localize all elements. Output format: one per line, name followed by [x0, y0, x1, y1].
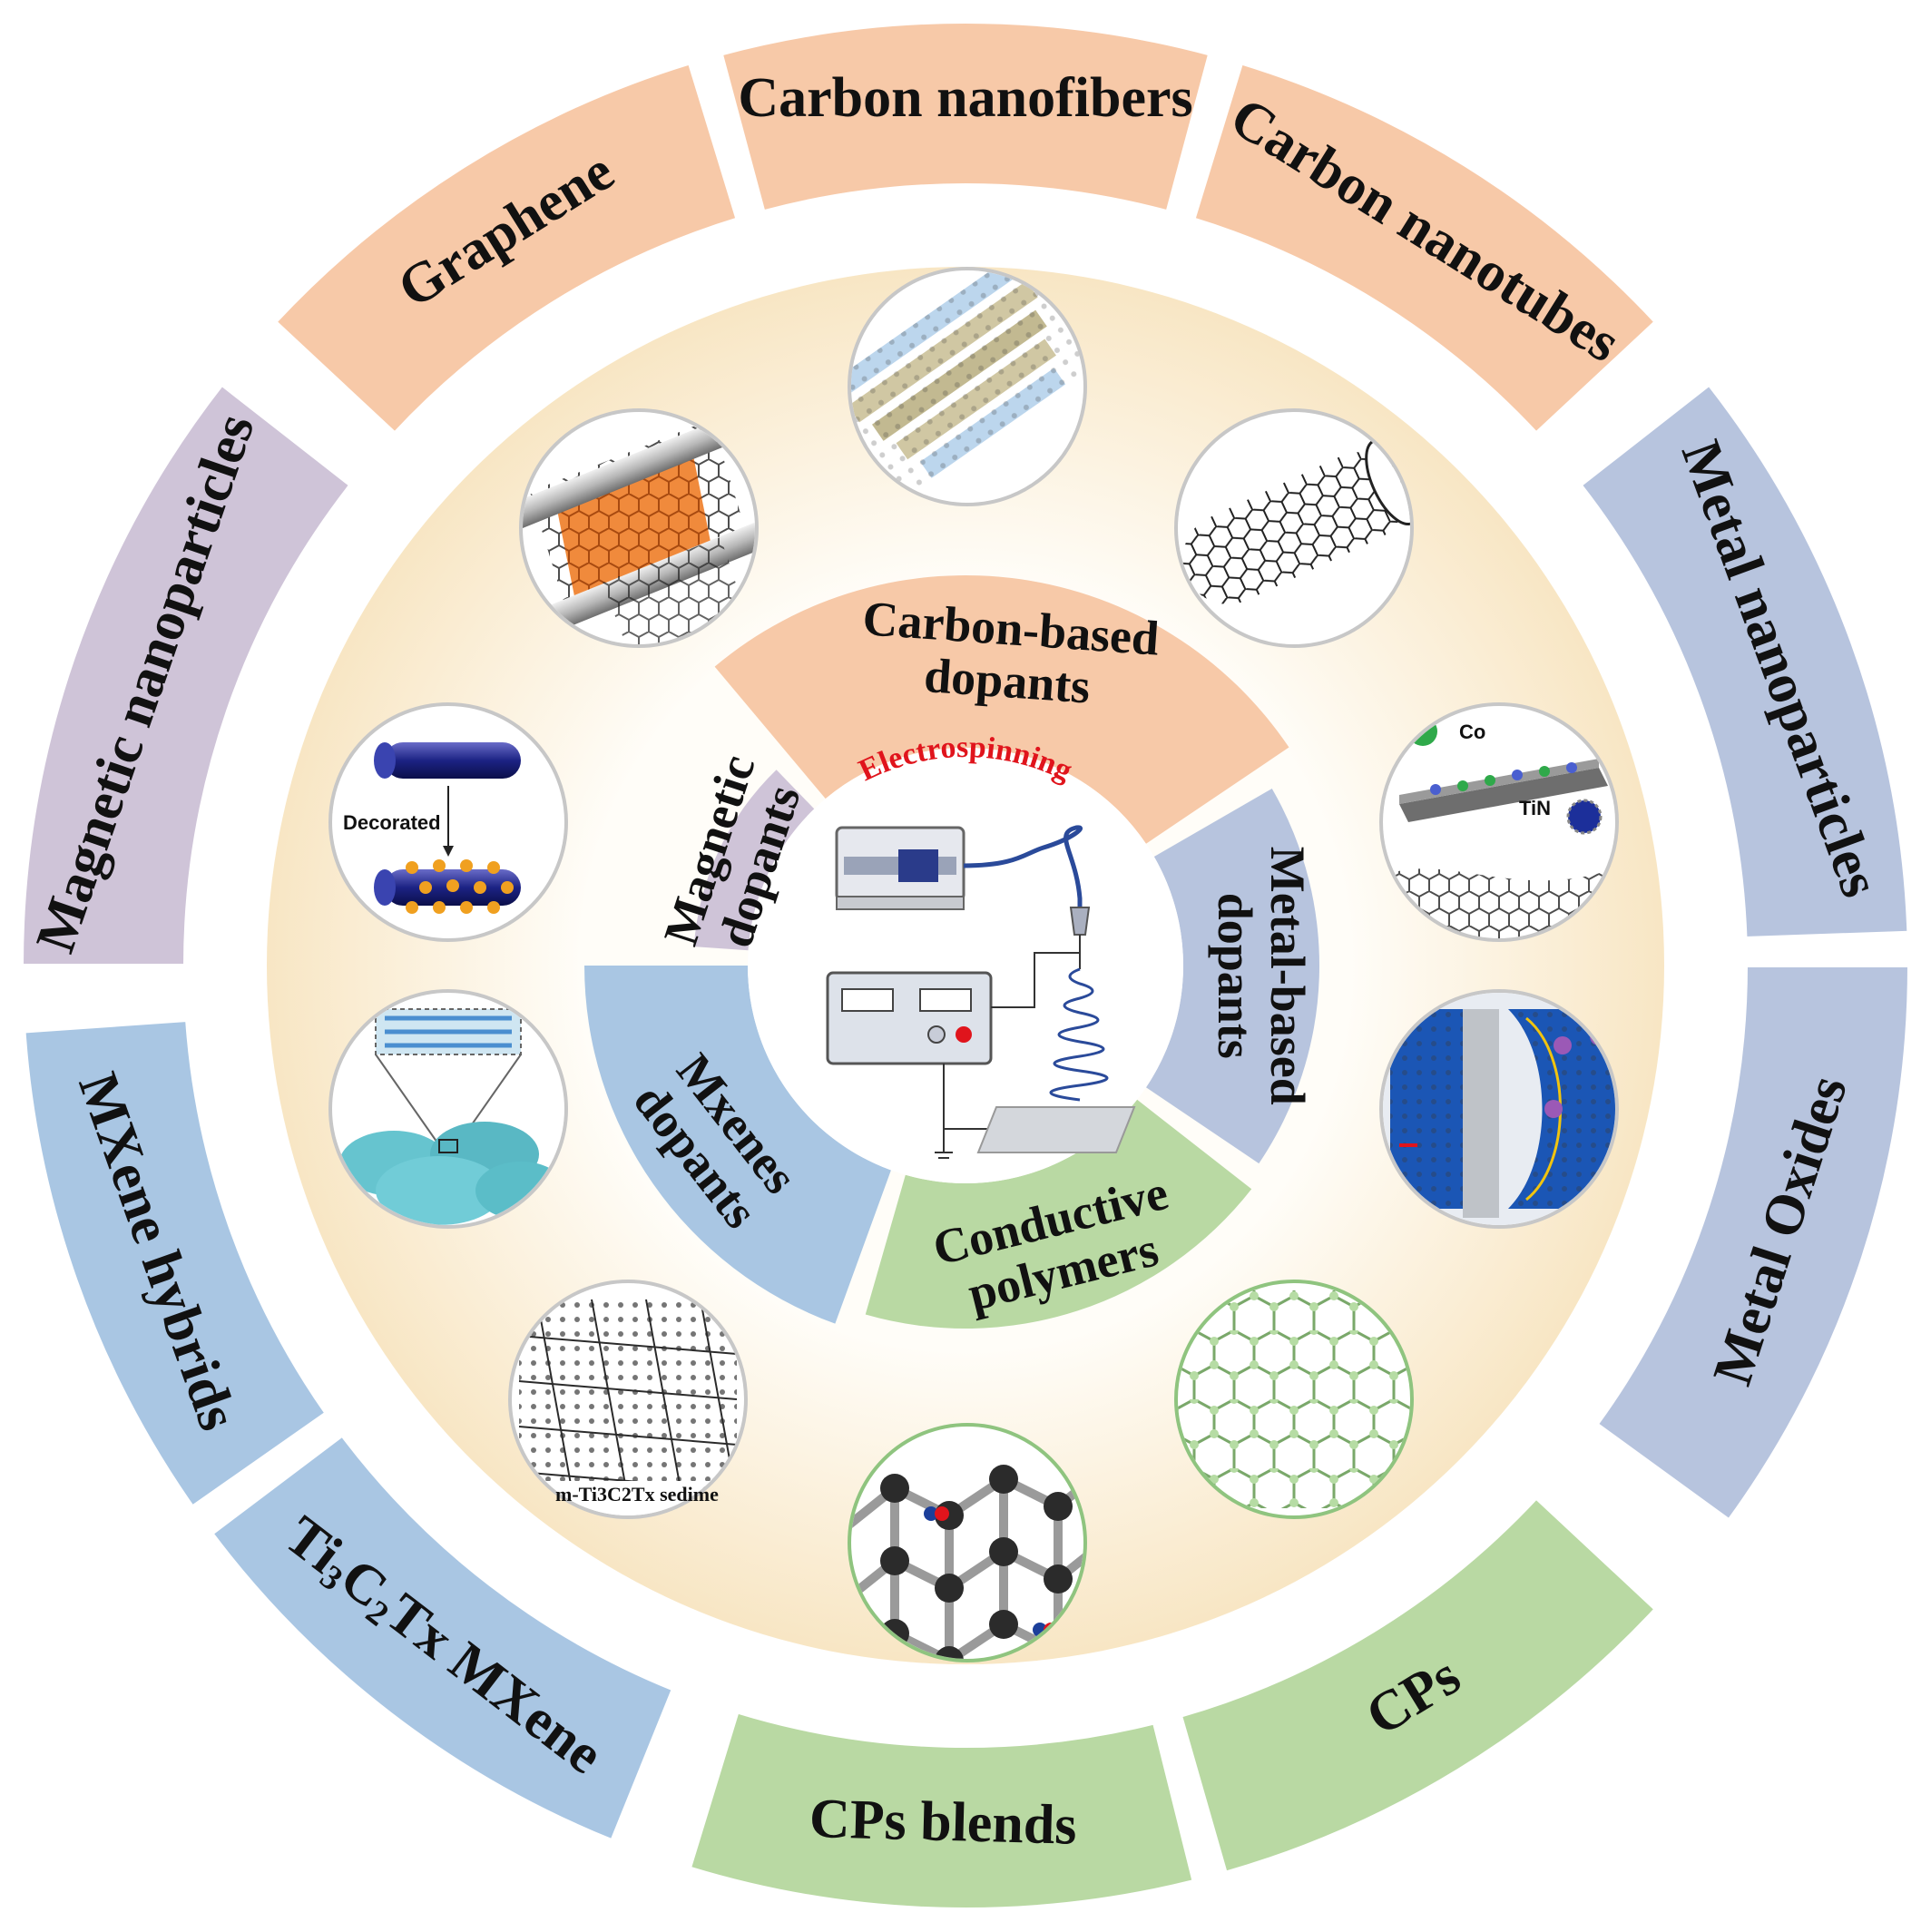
caption-decorated: Decorated [343, 811, 441, 834]
outer-segment-carbon-nanotubes [1191, 60, 1659, 436]
inner-segment-mxenes [584, 966, 891, 1324]
outer-label-carbon-nanofibers: Carbon nanofibers [738, 67, 1192, 129]
metal-co-tin-illustration: Co TiN [1379, 702, 1619, 942]
carbon-nanotubes-illustration [1174, 408, 1421, 648]
outer-segment-metal-nanoparticles [1577, 381, 1911, 941]
caption-mxene-sediment: m-Ti3C2Tx sedime [555, 1483, 719, 1505]
outer-ring [19, 20, 1912, 1911]
metal-oxide-illustration [1379, 989, 1619, 1229]
inner-segment-magnetic [693, 770, 815, 951]
inner-label-carbon-based: Carbon-baseddopants [858, 591, 1161, 719]
outer-segment-magnetic-nanoparticles [19, 381, 354, 967]
outer-segment-graphene [272, 60, 740, 436]
mxene-sediment-illustration: m-Ti3C2Tx sedime [508, 1280, 748, 1519]
outer-segment-metal-oxides [1593, 964, 1912, 1524]
conductive-polymer-nanotube-illustration [1174, 1280, 1414, 1519]
caption-tin: TiN [1519, 797, 1551, 819]
outer-segment-ti3c2tx-mxene [209, 1432, 676, 1843]
outer-segment-cps [1178, 1495, 1659, 1876]
graphene-illustration [519, 408, 759, 648]
mxene-hybrid-illustration [328, 989, 568, 1229]
inner-segment-metal-based [1145, 789, 1319, 1164]
inner-label-metal-based: Metal-baseddopants [1208, 847, 1315, 1105]
outer-segment-carbon-nanofibers [719, 20, 1212, 214]
illustrations: Co TiN [328, 251, 1619, 1662]
inner-ring [584, 575, 1319, 1329]
outer-segment-cps-blends [687, 1709, 1197, 1911]
inner-segment-carbon-based [714, 575, 1289, 844]
caption-co: Co [1459, 721, 1485, 743]
outer-label-cps-blends: CPs blends [809, 1788, 1077, 1857]
electrospinning-apparatus [826, 825, 1136, 1159]
magnetic-decorated-illustration: Decorated [328, 702, 568, 942]
outer-segment-mxene-hybrids [22, 1017, 329, 1510]
inner-segment-conductive-polymers [865, 1099, 1252, 1329]
carbon-nanofibers-illustration [823, 251, 1095, 506]
conductive-polymer-lattice-illustration [848, 1423, 1087, 1662]
